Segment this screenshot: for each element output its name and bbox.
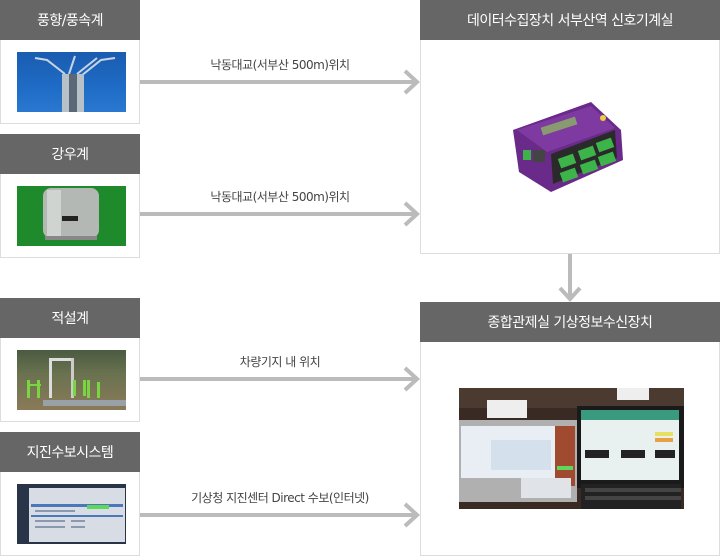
source-title: 지진수보시스템: [0, 432, 140, 472]
monitoring-screens-photo-icon: [459, 388, 684, 509]
source-box: [0, 40, 140, 124]
target-box: [420, 40, 720, 254]
arrow-head-down: [558, 286, 582, 302]
target-title: 종합관제실 기상정보수신장치: [420, 302, 720, 342]
arrow-head-1: [403, 69, 420, 95]
arrow-head-4: [403, 502, 420, 528]
connection-label-3: 차량기지 내 위치: [239, 355, 321, 369]
source-box: [0, 174, 140, 258]
connection-label-2: 낙동대교(서부산 500m)위치: [210, 190, 350, 204]
anemometer-photo-icon: [17, 52, 126, 112]
source-box: [0, 338, 140, 422]
source-box: [0, 472, 140, 556]
connection-label-4: 기상청 지진센터 Direct 수보(인터넷): [191, 491, 369, 505]
connection-label-1: 낙동대교(서부산 500m)위치: [210, 58, 350, 72]
target-box: [420, 342, 720, 556]
source-title: 강우계: [0, 134, 140, 174]
source-title: 풍향/풍속계: [0, 0, 140, 40]
rain-gauge-photo-icon: [17, 186, 126, 246]
earthquake-system-photo-icon: [17, 484, 126, 544]
target-title: 데이터수집장치 서부산역 신호기계실: [420, 0, 720, 40]
source-title: 적설계: [0, 298, 140, 338]
arrow-head-3: [403, 366, 420, 392]
arrow-head-2: [403, 201, 420, 227]
data-logger-photo-icon: [511, 100, 631, 200]
snow-gauge-photo-icon: [17, 350, 126, 410]
